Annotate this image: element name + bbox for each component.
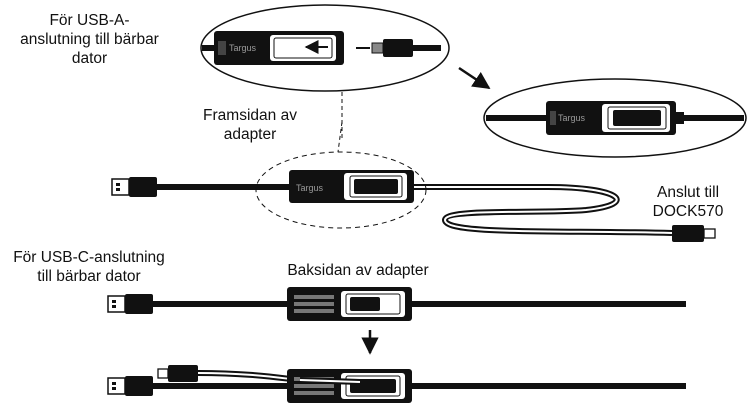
usb-c-plug-icon: [672, 225, 716, 242]
usb-a-plug-icon: [107, 294, 153, 314]
svg-text:Targus: Targus: [558, 113, 586, 123]
usb-c-plug-icon: [356, 39, 441, 57]
adapter-icon: [287, 287, 412, 321]
adapter-icon: Targus: [546, 101, 676, 135]
label-back-of-adapter: Baksidan av adapter: [287, 262, 429, 279]
adapter-back-view: [107, 287, 686, 321]
adapter-icon: Targus: [214, 31, 344, 65]
svg-text:Targus: Targus: [296, 183, 324, 193]
usb-a-plug-icon: [111, 177, 157, 197]
svg-text:Targus: Targus: [229, 43, 257, 53]
label-usb-a-laptop: För USB-A- anslutning till bärbar dator: [20, 12, 159, 67]
callout-inserted-detail: Targus: [483, 78, 747, 158]
usb-a-adapter-cable: Targus: [111, 170, 716, 242]
label-usb-c-laptop: För USB-C-anslutning till bärbar dator: [13, 249, 165, 285]
usb-a-plug-icon: [107, 376, 153, 396]
adapter-icon: Targus: [289, 170, 414, 203]
callout-insert-detail: Targus: [200, 4, 450, 92]
arrow-icon: [458, 66, 491, 90]
label-front-of-adapter: Framsidan av adapter: [203, 107, 297, 143]
usb-c-plug-icon: [157, 365, 198, 382]
adapter-back-connected: [107, 365, 686, 403]
label-connect-to-dock: Anslut till DOCK570: [652, 184, 724, 220]
adapter-icon: [287, 369, 412, 403]
